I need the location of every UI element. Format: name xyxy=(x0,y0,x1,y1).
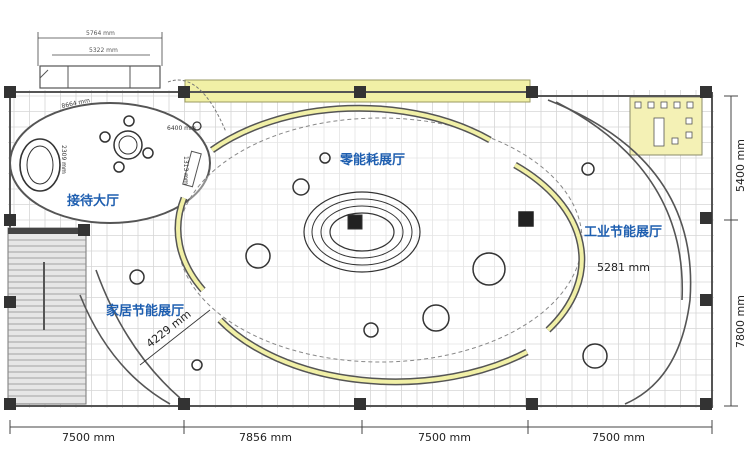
top-dimensions xyxy=(37,32,163,66)
zone-label-reception: 接待大厅 xyxy=(67,193,119,209)
bottom-dim-3: 7500 mm xyxy=(418,431,471,444)
zone-label-industry: 工业节能展厅 xyxy=(584,224,662,240)
column xyxy=(78,224,90,236)
bottom-dim-2: 7856 mm xyxy=(239,431,292,444)
staircase xyxy=(7,227,87,405)
bottom-dim-4: 7500 mm xyxy=(592,431,645,444)
right-dimension-line xyxy=(724,95,738,407)
top-dim-outer: 5764 mm xyxy=(86,30,115,37)
column xyxy=(178,86,190,98)
display-pedestals xyxy=(129,152,608,371)
reception-desk xyxy=(39,65,161,89)
column xyxy=(700,294,712,306)
column xyxy=(700,212,712,224)
right-dim-1: 5400 mm xyxy=(734,139,747,192)
column xyxy=(178,398,190,410)
central-feature xyxy=(303,191,421,273)
column xyxy=(700,86,712,98)
reception-dim-c: 6400 mm xyxy=(167,125,196,132)
zone-label-home: 家居节能展厅 xyxy=(106,303,184,319)
reception-dim-b: 2309 mm xyxy=(60,145,67,174)
structural-columns xyxy=(4,86,712,410)
reception-hall-room xyxy=(9,79,227,224)
column xyxy=(4,86,16,98)
right-dim-2: 7800 mm xyxy=(734,295,747,348)
radius-home-line xyxy=(139,309,211,366)
main-hall xyxy=(174,104,586,386)
column xyxy=(526,86,538,98)
top-dim-inner: 5322 mm xyxy=(89,47,118,54)
utility-room-fixtures xyxy=(634,101,694,147)
zone-label-main: 零能耗展厅 xyxy=(339,152,405,168)
column xyxy=(4,296,16,308)
bottom-dimension-line xyxy=(9,420,713,434)
column xyxy=(354,398,366,410)
column xyxy=(354,86,366,98)
radius-industry-label: 5281 mm xyxy=(597,261,650,274)
curved-partitions xyxy=(79,99,692,405)
column xyxy=(700,398,712,410)
bottom-dim-1: 7500 mm xyxy=(62,431,115,444)
reception-dim-d: 1313 mm xyxy=(182,156,189,185)
column xyxy=(526,398,538,410)
column xyxy=(4,214,16,226)
column xyxy=(4,398,16,410)
